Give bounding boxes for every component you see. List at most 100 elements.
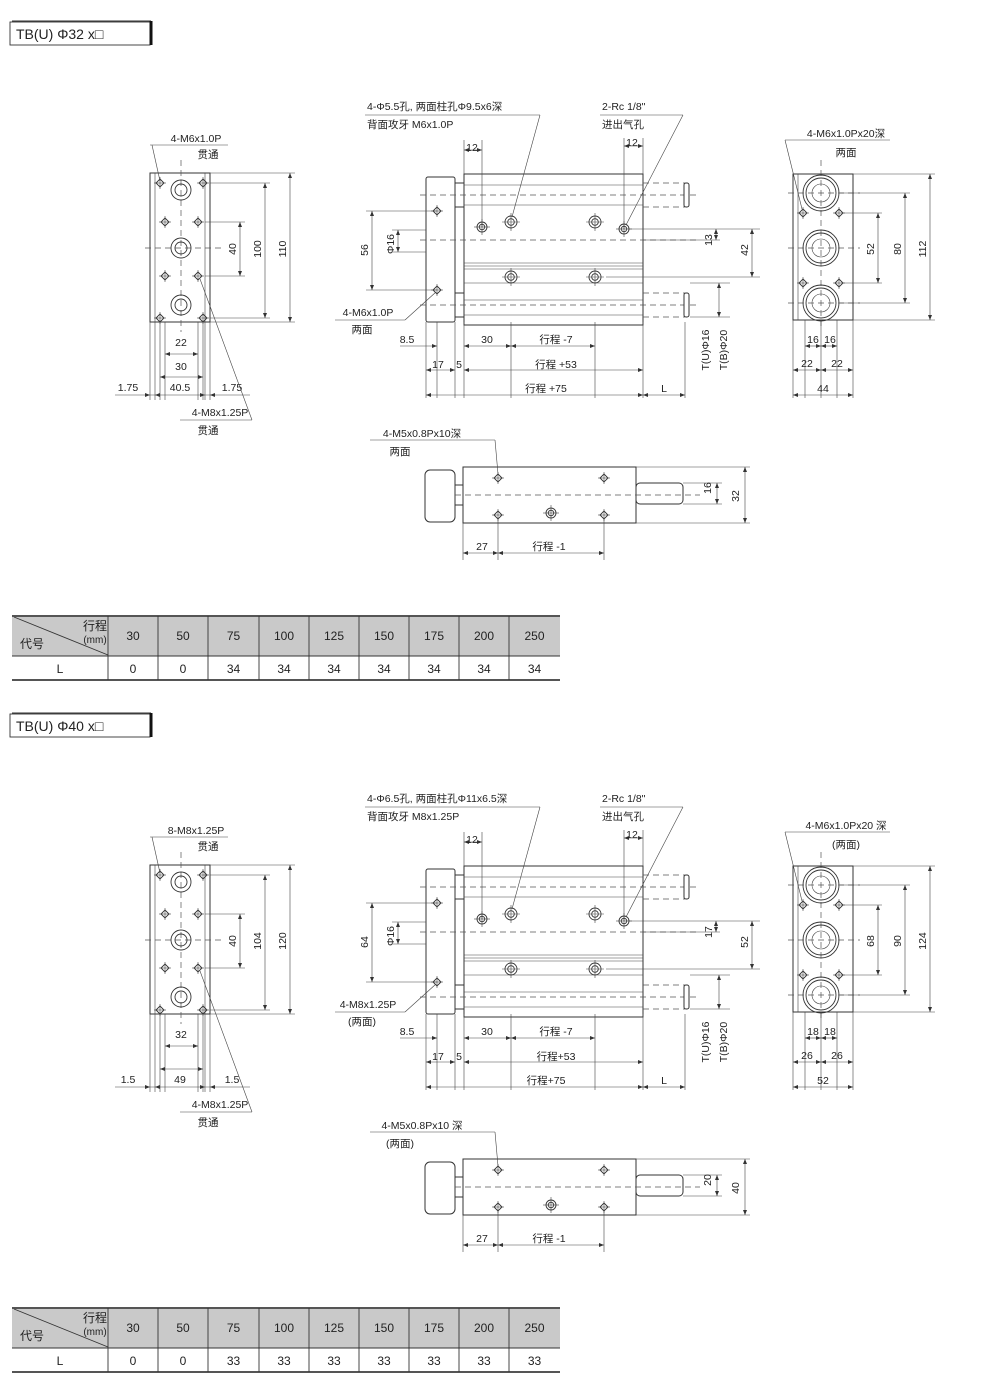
arrow-head xyxy=(370,977,374,982)
dimension-label: 32 xyxy=(175,1029,187,1041)
arrow-head xyxy=(717,1004,721,1009)
callout-label: 4-M6x1.0P xyxy=(343,307,394,319)
arrow-head xyxy=(638,1060,643,1064)
rod-hole-inner xyxy=(174,933,188,947)
arrow-head xyxy=(370,285,374,290)
arrow-head xyxy=(680,1085,685,1089)
callout-label: 4-M8x1.25P xyxy=(192,1099,249,1111)
arrow-head xyxy=(848,1085,853,1089)
arrow-head xyxy=(715,483,719,488)
dimension-label: 22 xyxy=(801,358,813,370)
rod-end xyxy=(683,292,690,318)
table-cell: 34 xyxy=(427,662,441,676)
dimension-label: Φ16 xyxy=(385,234,397,254)
arrow-head xyxy=(506,344,511,348)
callout-label: (两面) xyxy=(832,839,860,851)
arrow-head xyxy=(643,393,648,397)
rod-diameter-label: T(U)Φ16 xyxy=(700,1021,712,1062)
rod-diameter-label: T(B)Φ20 xyxy=(718,1022,730,1063)
dimension-label: 12 xyxy=(466,834,478,846)
arrow-head xyxy=(714,927,718,932)
arrow-head xyxy=(155,1085,160,1089)
table-corner-label: 行程 xyxy=(83,618,107,633)
arrow-head xyxy=(848,393,853,397)
stroke-length-table: 行程(mm)代号L3005007534100341253415034175342… xyxy=(12,615,560,681)
dimension-label: 30 xyxy=(481,1026,493,1038)
table-cell: 0 xyxy=(180,1354,187,1368)
arrow-head xyxy=(848,368,853,372)
dimension-label: 27 xyxy=(476,1233,488,1245)
arrow-head xyxy=(464,344,469,348)
table-header-cell: 200 xyxy=(474,1321,494,1335)
callout-label: 4-Φ5.5孔, 两面柱孔Φ9.5x6深 xyxy=(367,100,502,113)
table-header-cell: 250 xyxy=(524,1321,544,1335)
arrow-head xyxy=(464,1060,469,1064)
arrow-head xyxy=(805,1036,810,1040)
table-cell: 33 xyxy=(477,1354,491,1368)
arrow-head xyxy=(263,313,267,318)
callout-label: 贯通 xyxy=(198,1117,219,1129)
arrow-head xyxy=(263,1005,267,1010)
arrow-head xyxy=(715,1191,719,1196)
dimension-label: L xyxy=(661,383,667,395)
cylinder-body xyxy=(463,173,644,326)
arrow-head xyxy=(193,352,198,356)
arrow-head xyxy=(717,312,721,317)
table-header-cell: 150 xyxy=(374,1321,394,1335)
arrow-head xyxy=(432,344,437,348)
dimension-label: 52 xyxy=(739,936,751,948)
dimension-label: 20 xyxy=(702,1174,714,1186)
dimension-label: 27 xyxy=(476,541,488,553)
callout-label: 8-M8x1.25P xyxy=(168,825,225,837)
callout-label: 2-Rc 1/8" xyxy=(602,793,646,805)
rod-hole-inner xyxy=(174,183,188,197)
dimension-label: 行程 -7 xyxy=(539,1025,572,1038)
rod-diameter-label: T(U)Φ16 xyxy=(700,329,712,370)
dimension-label: 行程 -7 xyxy=(539,333,572,346)
arrow-head xyxy=(238,963,242,968)
arrow-head xyxy=(680,393,685,397)
arrow-head xyxy=(450,368,455,372)
dimension-label: 18 xyxy=(824,1026,836,1038)
arrow-head xyxy=(160,1067,165,1071)
dimension-label: 17 xyxy=(703,926,715,938)
arrow-head xyxy=(928,1007,932,1012)
arrow-head xyxy=(506,1036,511,1040)
dimension-label: 40 xyxy=(227,243,239,255)
arrow-head xyxy=(160,375,165,379)
dimension-label: 行程+75 xyxy=(527,1074,566,1087)
arrow-head xyxy=(590,1036,595,1040)
arrow-head xyxy=(624,144,629,148)
callout-label: 两面 xyxy=(390,446,411,458)
model-title: TB(U) Φ32 x□ xyxy=(16,26,104,42)
arrow-head xyxy=(821,368,826,372)
table-header-cell: 150 xyxy=(374,629,394,643)
callout-label: 贯通 xyxy=(198,149,219,161)
table-corner-diagonal xyxy=(13,616,109,656)
dimension-label: 8.5 xyxy=(400,334,415,346)
arrow-head xyxy=(638,393,643,397)
table-header-cell: 125 xyxy=(324,1321,344,1335)
arrow-head xyxy=(238,914,242,919)
leader-line xyxy=(494,1131,499,1167)
arrow-head xyxy=(832,1036,837,1040)
arrow-head xyxy=(396,922,400,927)
rod-hole-inner xyxy=(174,875,188,889)
dimension-label: 17 xyxy=(432,1051,444,1063)
callout-label: 4-M8x1.25P xyxy=(340,999,397,1011)
table-cell: 0 xyxy=(130,1354,137,1368)
table-header-cell: 30 xyxy=(126,629,140,643)
dimension-label: 行程 +75 xyxy=(525,382,567,395)
rod-hole xyxy=(170,986,192,1008)
arrow-head xyxy=(426,1085,431,1089)
rod-hole xyxy=(170,294,192,316)
end-plate-outline xyxy=(149,864,211,1015)
arrow-head xyxy=(821,1060,826,1064)
arrow-head xyxy=(928,174,932,179)
arrow-head xyxy=(396,230,400,235)
arrow-head xyxy=(903,193,907,198)
guide-plate xyxy=(424,469,456,523)
dimension-label: 110 xyxy=(277,240,289,257)
